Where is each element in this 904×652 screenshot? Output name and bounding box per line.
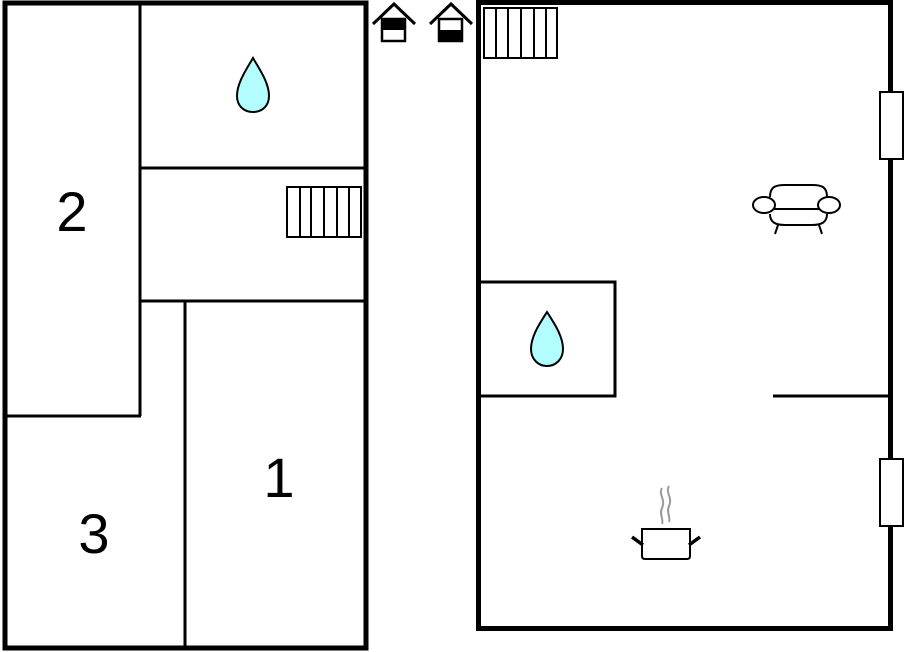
water-drop-icon xyxy=(529,310,565,368)
room-label-1: 1 xyxy=(263,446,295,509)
right-outer-wall xyxy=(476,0,893,631)
left-floor-plan xyxy=(2,0,369,651)
room-label-3: 3 xyxy=(78,502,110,565)
house-upper-floor-icon xyxy=(371,1,417,43)
right-floor-plan xyxy=(476,0,904,631)
staircase-icon xyxy=(286,186,362,238)
window-icon xyxy=(879,458,904,527)
house-ground-floor-icon xyxy=(428,1,474,43)
bathroom-walls xyxy=(481,280,617,398)
sofa-icon xyxy=(752,184,841,235)
staircase-icon xyxy=(483,7,558,59)
water-drop-icon xyxy=(235,56,271,114)
room-label-2: 2 xyxy=(56,180,88,243)
window-icon xyxy=(879,91,904,160)
cooking-pot-icon xyxy=(630,485,702,560)
